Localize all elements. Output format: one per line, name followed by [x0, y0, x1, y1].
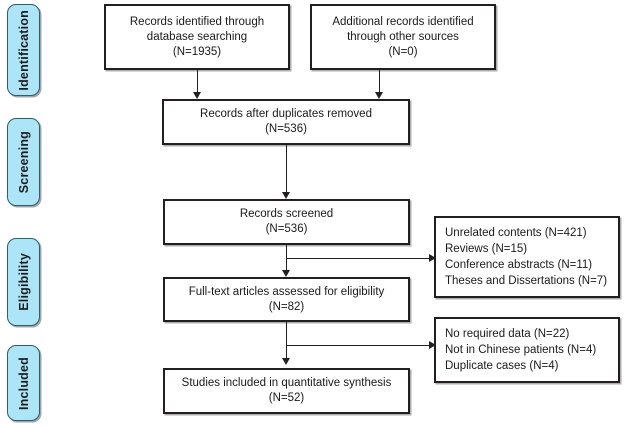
exclusion-line: Reviews (N=15) — [445, 243, 528, 255]
exclusion-line: Conference abstracts (N=11) — [445, 259, 593, 271]
exclusion-line: Theses and Dissertations (N=7) — [445, 275, 608, 287]
box-line: database searching — [146, 30, 248, 43]
arrowhead-database-to-duplicates — [192, 92, 201, 99]
box-line: (N=82) — [268, 300, 305, 313]
stage-label-eligibility: Eligibility — [16, 253, 31, 311]
box-line: (N=0) — [388, 45, 418, 58]
box-line: (N=1935) — [172, 45, 222, 58]
stage-pill-screening: Screening — [7, 118, 40, 206]
box-records-screened: Records screened (N=536) — [163, 199, 410, 245]
stage-label-identification: Identification — [16, 9, 31, 91]
stage-label-screening: Screening — [16, 130, 31, 194]
exclusion-line: Not in Chinese patients (N=4) — [445, 344, 597, 356]
box-line: Records screened — [239, 208, 334, 220]
arrowhead-fulltext-to-exclusions — [429, 340, 436, 349]
connector-other-sources-to-duplicates — [379, 70, 380, 92]
exclusion-line: Unrelated contents (N=421) — [445, 227, 587, 239]
box-line: Studies included in quantitative synthes… — [181, 377, 392, 389]
exclusion-line: No required data (N=22) — [445, 328, 570, 340]
connector-screened-stem — [286, 245, 287, 270]
box-line: (N=536) — [265, 223, 308, 235]
box-additional-records-other-sources: Additional records identified through ot… — [310, 4, 496, 70]
stage-pill-eligibility: Eligibility — [7, 238, 40, 326]
box-line: (N=536) — [265, 123, 307, 135]
connector-fulltext-to-exclusions — [286, 345, 431, 346]
box-line: (N=52) — [268, 392, 305, 404]
box-line: Records after duplicates removed — [200, 108, 372, 120]
arrowhead-fulltext-to-included — [281, 358, 290, 365]
stage-label-included: Included — [16, 356, 31, 410]
arrowhead-screened-to-exclusions — [429, 253, 436, 262]
box-studies-included-quantitative-synthesis: Studies included in quantitative synthes… — [163, 368, 410, 414]
connector-screened-to-exclusions — [286, 258, 431, 259]
connector-duplicates-to-screened — [286, 145, 287, 192]
arrowhead-other-sources-to-duplicates — [374, 92, 383, 99]
box-line: Additional records identified — [332, 15, 474, 28]
box-fulltext-assessed-eligibility: Full-text articles assessed for eligibil… — [163, 277, 410, 322]
arrowhead-screened-to-fulltext — [281, 270, 290, 277]
box-records-identified-database: Records identified through database sear… — [104, 4, 290, 70]
box-line: through other sources — [347, 30, 459, 43]
box-records-after-duplicates-removed: Records after duplicates removed (N=536) — [162, 99, 410, 145]
stage-pill-identification: Identification — [7, 4, 40, 96]
box-line: Records identified through — [129, 15, 265, 28]
box-line: Full-text articles assessed for eligibil… — [188, 285, 385, 298]
box-screening-exclusions: Unrelated contents (N=421) Reviews (N=15… — [434, 216, 620, 298]
exclusion-line: Duplicate cases (N=4) — [445, 360, 559, 372]
connector-fulltext-stem — [286, 322, 287, 358]
box-eligibility-exclusions: No required data (N=22) Not in Chinese p… — [434, 317, 620, 383]
stage-pill-included: Included — [7, 345, 40, 421]
connector-database-to-duplicates — [197, 70, 198, 92]
arrowhead-duplicates-to-screened — [281, 192, 290, 199]
